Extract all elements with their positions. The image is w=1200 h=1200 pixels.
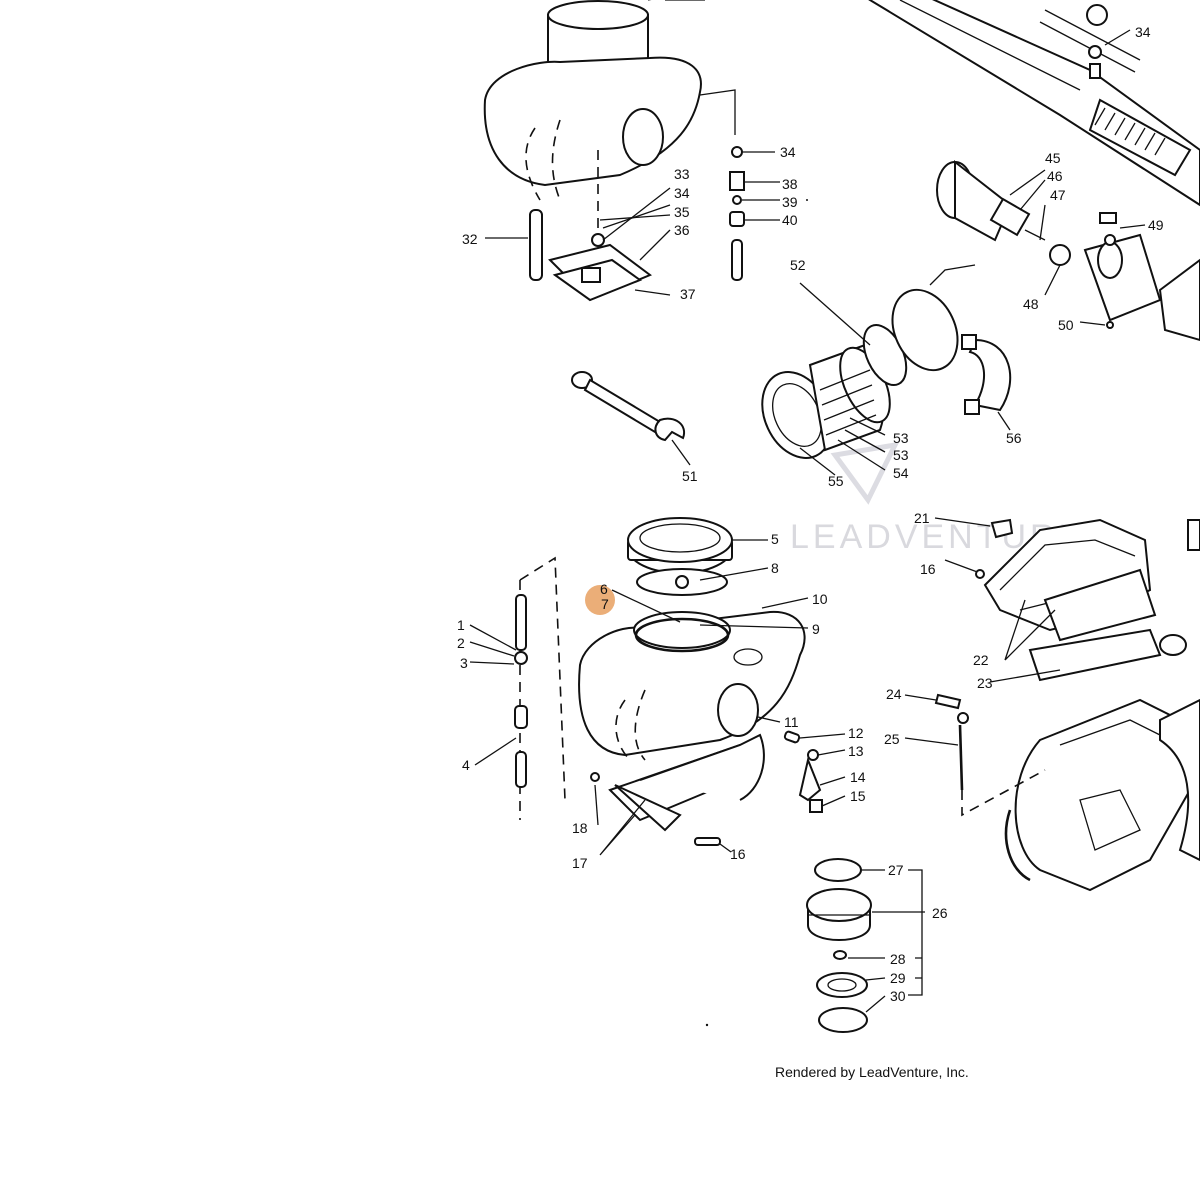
callout-40[interactable]: 40 — [782, 212, 798, 228]
callout-14[interactable]: 14 — [850, 769, 866, 785]
callout-16[interactable]: 16 — [730, 846, 746, 862]
callout-24[interactable]: 24 — [886, 686, 902, 702]
callout-56[interactable]: 56 — [1006, 430, 1022, 446]
callout-37[interactable]: 37 — [680, 286, 696, 302]
callout-4[interactable]: 4 — [462, 757, 470, 773]
callout-30[interactable]: 30 — [890, 988, 906, 1004]
callout-11[interactable]: 11 — [784, 714, 799, 730]
callout-33[interactable]: 33 — [674, 166, 690, 182]
callout-22[interactable]: 22 — [973, 652, 989, 668]
callout-6[interactable]: 6 — [600, 581, 608, 597]
callout-15[interactable]: 15 — [850, 788, 866, 804]
callout-50[interactable]: 50 — [1058, 317, 1074, 333]
right-housing-assembly — [904, 517, 1200, 892]
callout-29[interactable]: 29 — [890, 970, 906, 986]
footer-credit: Rendered by LeadVenture, Inc. — [775, 1064, 969, 1080]
air-filter-assembly — [761, 264, 1012, 476]
callout-1[interactable]: 1 — [457, 617, 465, 633]
callout-34[interactable]: 34 — [1135, 24, 1151, 40]
callout-25[interactable]: 25 — [884, 731, 900, 747]
callout-5[interactable]: 5 — [771, 531, 779, 547]
callout-7[interactable]: 7 — [601, 596, 609, 612]
throttle-grip-assembly — [936, 159, 1200, 342]
callout-8[interactable]: 8 — [771, 560, 779, 576]
callout-34[interactable]: 34 — [674, 185, 690, 201]
callout-47[interactable]: 47 — [1050, 187, 1066, 203]
callout-35[interactable]: 35 — [674, 204, 690, 220]
callout-3[interactable]: 3 — [460, 655, 468, 671]
callout-53[interactable]: 53 — [893, 447, 909, 463]
upper-tank-assembly — [483, 0, 780, 302]
callout-26[interactable]: 26 — [932, 905, 948, 921]
callout-23[interactable]: 23 — [977, 675, 993, 691]
callout-21[interactable]: 21 — [914, 510, 930, 526]
callout-38[interactable]: 38 — [782, 176, 798, 192]
callout-45[interactable]: 45 — [1045, 150, 1061, 166]
callout-labels: 34 34 34 38 39 40 33 35 36 32 37 45 46 4… — [457, 24, 1164, 1004]
callout-46[interactable]: 46 — [1047, 168, 1063, 184]
callout-9[interactable]: 9 — [812, 621, 820, 637]
callout-10[interactable]: 10 — [812, 591, 828, 607]
callout-53[interactable]: 53 — [893, 430, 909, 446]
upper-right-hose — [868, 0, 1200, 207]
callout-28[interactable]: 28 — [890, 951, 906, 967]
fuel-cap-assembly — [806, 858, 925, 1033]
callout-17[interactable]: 17 — [572, 855, 588, 871]
callout-49[interactable]: 49 — [1148, 217, 1164, 233]
callout-36[interactable]: 36 — [674, 222, 690, 238]
callout-18[interactable]: 18 — [572, 820, 588, 836]
callout-51[interactable]: 51 — [682, 468, 698, 484]
callout-12[interactable]: 12 — [848, 725, 864, 741]
callout-48[interactable]: 48 — [1023, 296, 1039, 312]
highlight-marker[interactable] — [585, 585, 615, 615]
callout-52[interactable]: 52 — [790, 257, 806, 273]
lower-tank-assembly — [469, 517, 846, 856]
callout-34[interactable]: 34 — [780, 144, 796, 160]
callout-13[interactable]: 13 — [848, 743, 864, 759]
callout-32[interactable]: 32 — [462, 231, 478, 247]
callout-55[interactable]: 55 — [828, 473, 844, 489]
callout-54[interactable]: 54 — [893, 465, 909, 481]
wrench — [571, 371, 691, 466]
callout-27[interactable]: 27 — [888, 862, 904, 878]
callout-16[interactable]: 16 — [920, 561, 936, 577]
callout-39[interactable]: 39 — [782, 194, 798, 210]
callout-2[interactable]: 2 — [457, 635, 465, 651]
